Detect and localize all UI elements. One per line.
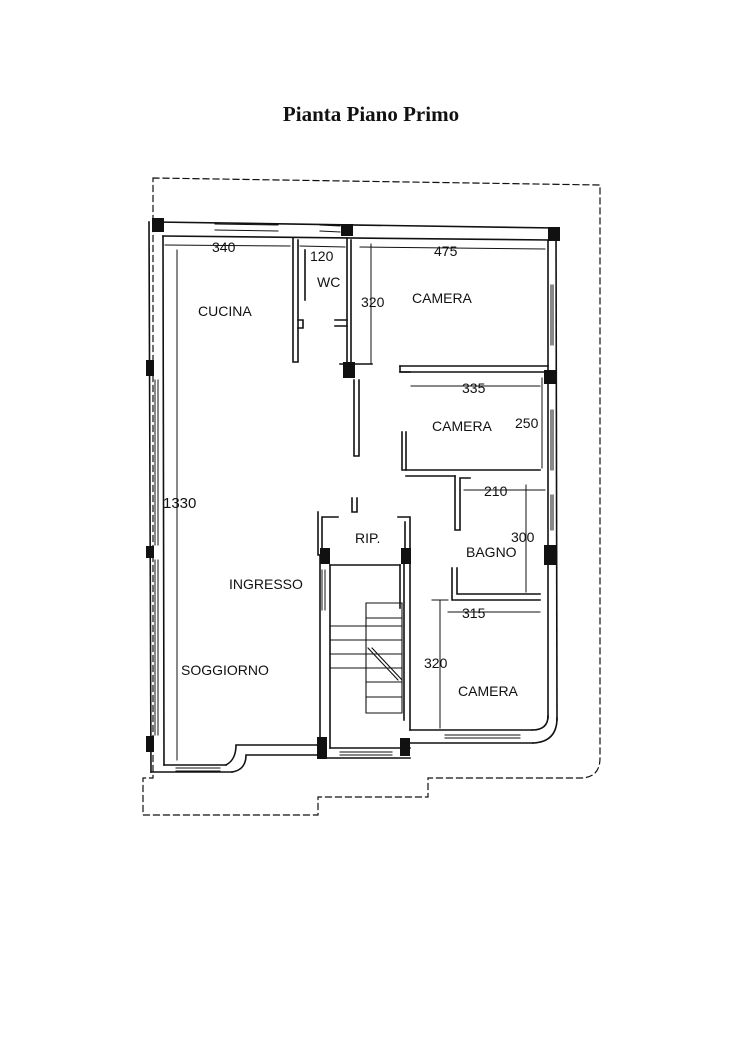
dimension-bagno-depth: 300 [511,529,535,545]
room-label-ripostiglio: RIP. [355,530,380,546]
interior-walls [292,237,549,759]
room-label-soggiorno: SOGGIORNO [181,662,269,678]
room-label-camera-bottom: CAMERA [458,683,519,699]
room-label-camera-top: CAMERA [412,290,473,306]
dimension-lines [164,243,546,761]
dimension-wc-width: 120 [310,248,334,264]
dimension-bagno-width: 210 [484,483,508,499]
room-label-bagno: BAGNO [466,544,517,560]
dimension-camera-top-width: 475 [434,243,458,259]
dimension-camera-middle-width: 335 [462,380,486,396]
room-label-cucina: CUCINA [198,303,252,319]
dimension-camera-top-depth: 320 [361,294,385,310]
windows [154,223,554,772]
dimension-camera-bottom-depth: 320 [424,655,448,671]
room-label-ingresso: INGRESSO [229,576,303,592]
room-label-wc: WC [317,274,340,290]
dimension-total-depth: 1330 [163,495,196,512]
wall-columns [146,218,560,759]
dimension-camera-middle-depth: 250 [515,415,539,431]
staircase [329,602,403,714]
plan-title: Pianta Piano Primo [282,102,460,126]
outer-walls [148,221,558,773]
room-label-camera-middle: CAMERA [432,418,493,434]
property-boundary [142,177,601,816]
dimension-camera-bottom-width: 315 [462,605,486,621]
dimension-cucina-width: 340 [212,239,236,255]
